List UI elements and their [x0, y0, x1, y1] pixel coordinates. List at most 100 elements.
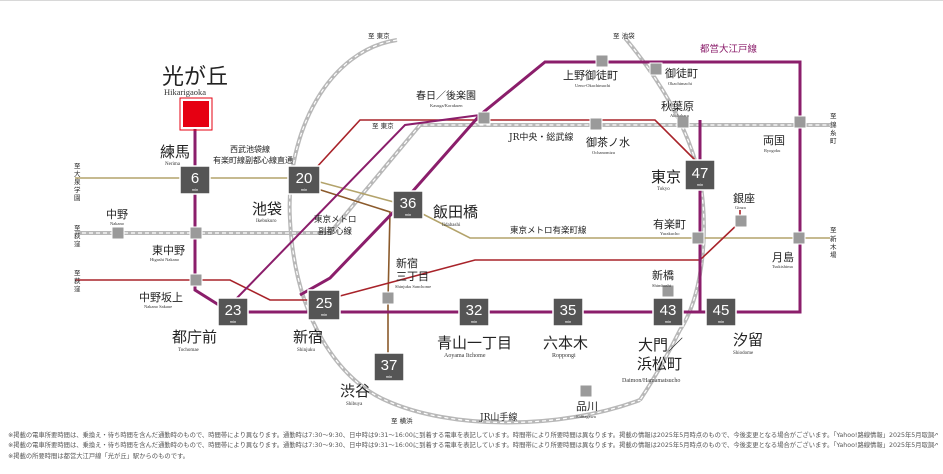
svg-text:場: 場	[830, 250, 837, 259]
yamanote-line-inner	[289, 39, 641, 424]
svg-text:Shinjuku Sanchome: Shinjuku Sanchome	[395, 284, 431, 289]
svg-text:min: min	[718, 319, 724, 324]
svg-text:min: min	[230, 319, 236, 324]
svg-text:Ginza: Ginza	[735, 205, 746, 210]
svg-text:Iidabashi: Iidabashi	[442, 223, 461, 228]
svg-text:Shibuya: Shibuya	[346, 402, 363, 407]
svg-text:6: 6	[191, 170, 199, 187]
oedo-label: 都営大江戸線	[700, 43, 758, 55]
svg-text:新宿: 新宿	[396, 256, 418, 270]
note-2: ※掲載の電車所要時間は、乗換え・待ち時間を含んだ通勤時のもので、時間帯により異な…	[8, 442, 938, 450]
label-iidabashi: 飯田橋	[433, 203, 478, 221]
yurakucho-line	[75, 177, 830, 239]
svg-text:中野: 中野	[106, 208, 128, 221]
origin-name: 光が丘	[162, 65, 228, 90]
svg-text:Daimon/Hamamatsucho: Daimon/Hamamatsucho	[622, 378, 680, 384]
small-stations	[111, 54, 807, 398]
svg-text:Ryogoku: Ryogoku	[764, 148, 781, 153]
svg-text:糸: 糸	[830, 128, 837, 137]
svg-text:min: min	[405, 212, 411, 217]
svg-text:Shinagawa: Shinagawa	[576, 414, 596, 419]
svg-text:25: 25	[316, 295, 333, 312]
svg-text:min: min	[565, 319, 571, 324]
svg-text:荻: 荻	[74, 276, 81, 285]
svg-text:37: 37	[381, 357, 398, 374]
svg-text:Tsukishima: Tsukishima	[772, 264, 793, 269]
svg-text:木: 木	[830, 242, 837, 251]
fukutoshin-label-2: 副都心線	[318, 226, 353, 237]
svg-text:秋葉原: 秋葉原	[661, 99, 694, 113]
marunouchi-north	[304, 119, 701, 181]
box-iidabashi: 36 min	[392, 190, 424, 220]
svg-text:銀座: 銀座	[733, 191, 755, 205]
svg-text:Okachimachi: Okachimachi	[668, 81, 693, 86]
box-tokyo: 47 min	[684, 159, 716, 191]
svg-text:御徒町: 御徒町	[665, 66, 698, 80]
svg-text:荻: 荻	[74, 231, 81, 240]
svg-text:Ochanomizu: Ochanomizu	[592, 150, 616, 155]
origin-marker	[181, 99, 211, 129]
top-rule	[0, 0, 943, 1]
box-shiodome: 45 min	[705, 297, 737, 327]
svg-text:至 池袋: 至 池袋	[613, 31, 635, 40]
seibu-label-1: 西武池袋線	[230, 144, 270, 154]
box-shibuya: 37 min	[373, 352, 405, 382]
svg-text:min: min	[301, 187, 307, 192]
origin-romaji: Hikarigaoka	[164, 87, 206, 97]
svg-text:Tokyo: Tokyo	[657, 187, 670, 192]
sq-nakano	[111, 226, 125, 240]
sq-shinjuku3	[381, 291, 395, 305]
marunouchi-line	[75, 210, 741, 301]
svg-text:Higashi Nakano: Higashi Nakano	[150, 257, 180, 262]
label-tochomae: 都庁前	[172, 328, 217, 346]
oedo-line	[193, 60, 802, 314]
svg-text:至: 至	[74, 269, 81, 277]
svg-text:至: 至	[830, 112, 837, 120]
svg-text:町: 町	[830, 137, 837, 145]
sq-higashinakano	[189, 226, 203, 240]
svg-text:Yurakucho: Yurakucho	[660, 231, 680, 236]
seibu-label-2: 有楽町線副都心線直通	[213, 155, 293, 165]
label-roppongi: 六本木	[543, 334, 588, 352]
svg-text:35: 35	[560, 302, 577, 319]
svg-text:上野御徒町: 上野御徒町	[563, 68, 618, 82]
svg-text:min: min	[471, 319, 477, 324]
svg-text:min: min	[321, 312, 327, 317]
yamanote-label: JR山手線	[479, 411, 517, 423]
svg-text:園: 園	[74, 194, 81, 202]
svg-text:23: 23	[225, 302, 242, 319]
svg-text:47: 47	[692, 165, 709, 182]
svg-text:min: min	[386, 374, 392, 379]
sq-shimbashi	[661, 284, 675, 298]
svg-text:Roppongi: Roppongi	[552, 353, 576, 359]
svg-text:新: 新	[830, 234, 837, 243]
svg-text:至: 至	[830, 226, 837, 234]
svg-text:至 東京: 至 東京	[372, 121, 394, 130]
svg-text:Kasuga/Korakuen: Kasuga/Korakuen	[430, 103, 463, 108]
note-1: ※掲載の電車所要時間は、乗換え・待ち時間を含んだ通勤時のもので、時間帯により異な…	[8, 432, 938, 439]
svg-text:大: 大	[74, 169, 81, 178]
sq-ryogoku	[793, 115, 807, 129]
svg-text:20: 20	[296, 170, 313, 187]
svg-text:Shiodome: Shiodome	[733, 351, 754, 356]
sq-uenookachi	[595, 54, 609, 68]
svg-text:Tochomae: Tochomae	[178, 348, 200, 353]
yurakucho-label: 東京メトロ有楽町線	[510, 225, 587, 236]
svg-text:Nakano Sakaue: Nakano Sakaue	[144, 304, 172, 309]
sq-tsukishima	[792, 231, 806, 245]
svg-text:学: 学	[74, 185, 81, 194]
label-shiodome: 汐留	[733, 331, 763, 349]
box-daimon: 43 min	[652, 297, 684, 327]
footnotes: ※掲載の電車所要時間は、乗換え・待ち時間を含んだ通勤時のもので、時間帯により異な…	[8, 431, 938, 462]
sq-okachimachi	[649, 62, 663, 76]
svg-text:有楽町: 有楽町	[653, 217, 686, 231]
box-roppongi: 35 min	[552, 297, 584, 327]
svg-text:春日／後楽園: 春日／後楽園	[416, 89, 476, 102]
label-tokyo: 東京	[651, 168, 681, 186]
svg-text:泉: 泉	[74, 177, 81, 186]
svg-text:窪: 窪	[74, 284, 81, 293]
box-tochomae: 23 min	[217, 297, 249, 327]
svg-text:min: min	[665, 319, 671, 324]
svg-text:Aoyama Itchome: Aoyama Itchome	[444, 353, 486, 359]
